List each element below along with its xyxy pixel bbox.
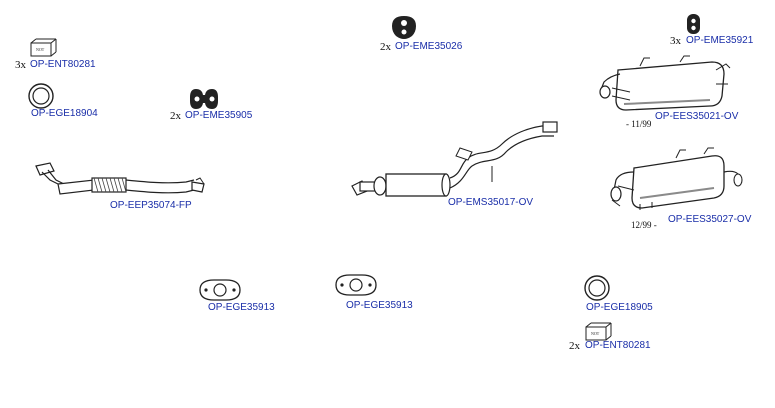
gasket-ring-ege18905[interactable] bbox=[584, 275, 610, 301]
note-ees35027-date: 12/99 - bbox=[631, 220, 657, 230]
front-pipe-eep35074[interactable] bbox=[35, 162, 205, 195]
link-ent80281-top[interactable]: OP-ENT80281 bbox=[30, 59, 96, 70]
rubber-mount-eme35921[interactable] bbox=[687, 14, 700, 34]
rubber-mount-eme35905[interactable] bbox=[190, 89, 218, 109]
middle-silencer-ems35017[interactable] bbox=[351, 121, 558, 197]
link-ees35021[interactable]: OP-EES35021-OV bbox=[655, 111, 739, 122]
note-ees35021-date: - 11/99 bbox=[626, 119, 652, 129]
qty-ent80281-bottom: 2x bbox=[569, 340, 580, 352]
qty-ent80281-top: 3x bbox=[15, 59, 26, 71]
link-ege35913-mid[interactable]: OP-EGE35913 bbox=[346, 300, 413, 311]
link-ent80281-bottom[interactable]: OP-ENT80281 bbox=[585, 340, 651, 351]
rubber-mount-eme35026[interactable] bbox=[392, 16, 416, 39]
flex-section bbox=[91, 177, 127, 193]
flange-gasket-ege35913-left[interactable] bbox=[199, 279, 241, 301]
rear-silencer-ees35027[interactable] bbox=[610, 147, 743, 210]
link-ege35913-left[interactable]: OP-EGE35913 bbox=[208, 302, 275, 313]
mounting-kit-box-bottom[interactable]: NOT bbox=[585, 322, 612, 341]
rear-silencer-ees35021[interactable] bbox=[599, 55, 731, 111]
flange-gasket-ege35913-mid[interactable] bbox=[335, 274, 377, 296]
link-ege18905[interactable]: OP-EGE18905 bbox=[586, 302, 653, 313]
kit-box-text: NOT bbox=[591, 331, 600, 336]
qty-eme35921: 3x bbox=[670, 35, 681, 47]
qty-eme35905: 2x bbox=[170, 110, 181, 122]
link-eme35905[interactable]: OP-EME35905 bbox=[185, 110, 253, 121]
link-eme35026[interactable]: OP-EME35026 bbox=[395, 41, 463, 52]
qty-eme35026: 2x bbox=[380, 41, 391, 53]
link-ems35017[interactable]: OP-EMS35017-OV bbox=[448, 197, 534, 208]
gasket-ring-ege18904[interactable] bbox=[28, 83, 54, 109]
link-eme35921[interactable]: OP-EME35921 bbox=[686, 35, 754, 46]
mounting-kit-box-top[interactable]: NOT bbox=[30, 38, 57, 57]
link-ees35027[interactable]: OP-EES35027-OV bbox=[668, 214, 752, 225]
link-ege18904[interactable]: OP-EGE18904 bbox=[31, 108, 98, 119]
kit-box-text: NOT bbox=[36, 47, 45, 52]
link-eep35074[interactable]: OP-EEP35074-FP bbox=[110, 200, 192, 211]
